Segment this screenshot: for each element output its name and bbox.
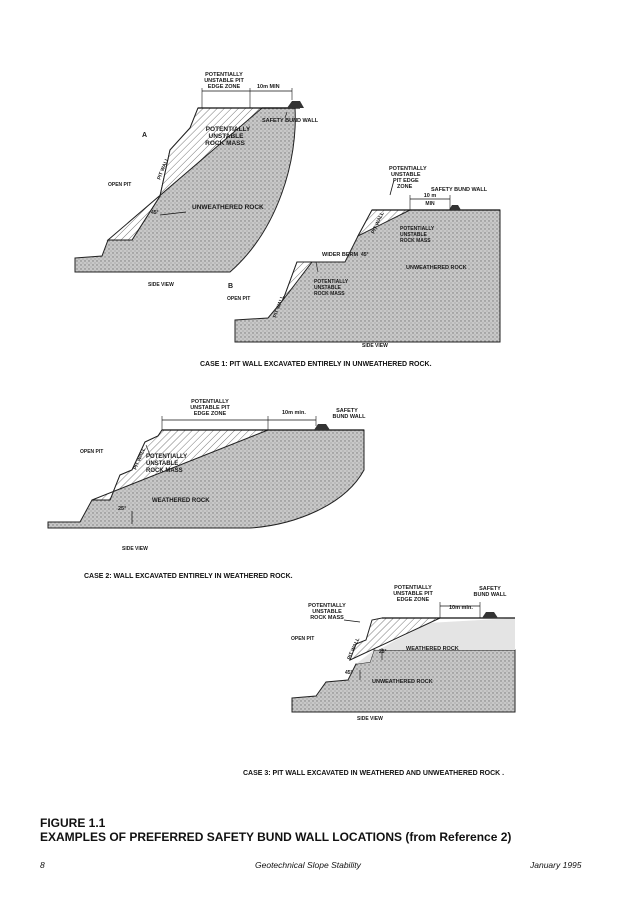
case3-mass-2: UNSTABLE bbox=[312, 609, 342, 615]
bund-wall-shape bbox=[449, 205, 461, 210]
case2-diagram bbox=[47, 416, 365, 529]
case1b-mass-1: POTENTIALLY bbox=[400, 226, 435, 232]
case1a-open-pit: OPEN PIT bbox=[108, 182, 131, 188]
case2-open-pit: OPEN PIT bbox=[80, 449, 103, 455]
bund-wall-shape bbox=[287, 101, 304, 108]
case1a-mass-1: POTENTIALLY bbox=[206, 126, 251, 133]
lower-unstable-wedge bbox=[282, 261, 314, 301]
case1a-edge-zone-1: POTENTIALLY bbox=[205, 72, 243, 78]
case2-bund-1: SAFETY bbox=[336, 408, 358, 414]
case3-angle-1: 25° bbox=[379, 649, 387, 655]
case1a-distance: 10m MIN bbox=[257, 84, 280, 90]
case3-diagram bbox=[291, 602, 516, 713]
weathered-rock-layer bbox=[356, 618, 515, 664]
case3-edge-zone-3: EDGE ZONE bbox=[397, 597, 430, 603]
case1a-side-view: SIDE VIEW bbox=[148, 282, 174, 288]
footer-date: January 1995 bbox=[530, 860, 582, 870]
case1-caption: CASE 1: PIT WALL EXCAVATED ENTIRELY IN U… bbox=[200, 361, 432, 368]
case2-rock: WEATHERED ROCK bbox=[152, 498, 210, 504]
case2-angle: 25° bbox=[118, 506, 126, 512]
footer-title: Geotechnical Slope Stability bbox=[255, 860, 361, 870]
case2-caption: CASE 2: WALL EXCAVATED ENTIRELY IN WEATH… bbox=[84, 573, 293, 580]
case3-caption: CASE 3: PIT WALL EXCAVATED IN WEATHERED … bbox=[243, 770, 504, 777]
case2-mass-2: UNSTABLE bbox=[146, 461, 178, 467]
case1b-bund-label: SAFETY BUND WALL bbox=[431, 187, 488, 193]
case2-mass-3: ROCK MASS bbox=[146, 468, 183, 474]
case3-mass-1: POTENTIALLY bbox=[308, 603, 346, 609]
case2-bund-2: BUND WALL bbox=[333, 414, 367, 420]
case1b-mass2-1: POTENTIALLY bbox=[314, 279, 349, 285]
case1b-letter: B bbox=[228, 283, 233, 290]
case1a-rock: UNWEATHERED ROCK bbox=[192, 204, 264, 211]
case1-diagram-b bbox=[234, 179, 501, 343]
case1b-angle: 45° bbox=[361, 252, 369, 258]
case3-bund-2: BUND WALL bbox=[474, 592, 508, 598]
case1b-rock: UNWEATHERED ROCK bbox=[406, 265, 467, 271]
case2-mass-1: POTENTIALLY bbox=[146, 454, 187, 460]
case3-side-view: SIDE VIEW bbox=[357, 716, 383, 722]
case3-unweathered: UNWEATHERED ROCK bbox=[372, 679, 433, 685]
case1b-mass-3: ROCK MASS bbox=[400, 238, 431, 244]
figure-title: EXAMPLES OF PREFERRED SAFETY BUND WALL L… bbox=[40, 830, 512, 844]
case2-side-view: SIDE VIEW bbox=[122, 546, 148, 552]
case1a-mass-3: ROCK MASS bbox=[205, 140, 245, 147]
case1b-mass2-3: ROCK MASS bbox=[314, 291, 345, 297]
case3-edge-zone-1: POTENTIALLY bbox=[394, 585, 432, 591]
case3-distance: 10m min. bbox=[449, 605, 473, 611]
case1-diagram-a bbox=[74, 88, 304, 273]
case1b-edge-zone-2: UNSTABLE bbox=[391, 172, 421, 178]
case1a-edge-zone-2: UNSTABLE PIT bbox=[204, 78, 244, 84]
case1b-side-view: SIDE VIEW bbox=[362, 343, 388, 349]
case1a-mass-2: UNSTABLE bbox=[209, 133, 245, 140]
case1a-edge-zone-3: EDGE ZONE bbox=[208, 84, 241, 90]
case3-weathered: WEATHERED ROCK bbox=[406, 646, 459, 652]
case1b-edge-zone-4: ZONE bbox=[397, 184, 413, 190]
case1b-edge-zone-1: POTENTIALLY bbox=[389, 166, 427, 172]
case1b-open-pit: OPEN PIT bbox=[227, 296, 250, 302]
case1b-distance-2: MIN bbox=[425, 201, 435, 207]
case1b-distance-1: 10 m bbox=[424, 193, 437, 199]
case3-open-pit: OPEN PIT bbox=[291, 636, 314, 642]
case3-angle-2: 45° bbox=[345, 670, 353, 676]
case2-edge-zone-3: EDGE ZONE bbox=[194, 411, 227, 417]
case1b-mass2-2: UNSTABLE bbox=[314, 285, 342, 291]
case3-bund-1: SAFETY bbox=[479, 586, 501, 592]
bund-wall-shape bbox=[482, 612, 498, 618]
footer-page-number: 8 bbox=[40, 860, 45, 870]
case1b-mass-2: UNSTABLE bbox=[400, 232, 428, 238]
case1a-letter: A bbox=[142, 132, 147, 139]
bund-wall-shape bbox=[314, 424, 330, 430]
figure-number: FIGURE 1.1 bbox=[40, 816, 106, 830]
case1a-angle: 45° bbox=[151, 210, 159, 216]
case2-distance: 10m min. bbox=[282, 410, 306, 416]
case1b-edge-zone-3: PIT EDGE bbox=[393, 178, 419, 184]
case3-mass-3: ROCK MASS bbox=[310, 615, 344, 621]
case1a-bund-label: SAFETY BUND WALL bbox=[262, 118, 319, 124]
case2-edge-zone-2: UNSTABLE PIT bbox=[190, 405, 230, 411]
case1b-berm: WIDER BERM bbox=[322, 252, 358, 258]
case2-edge-zone-1: POTENTIALLY bbox=[191, 399, 229, 405]
case3-edge-zone-2: UNSTABLE PIT bbox=[393, 591, 433, 597]
